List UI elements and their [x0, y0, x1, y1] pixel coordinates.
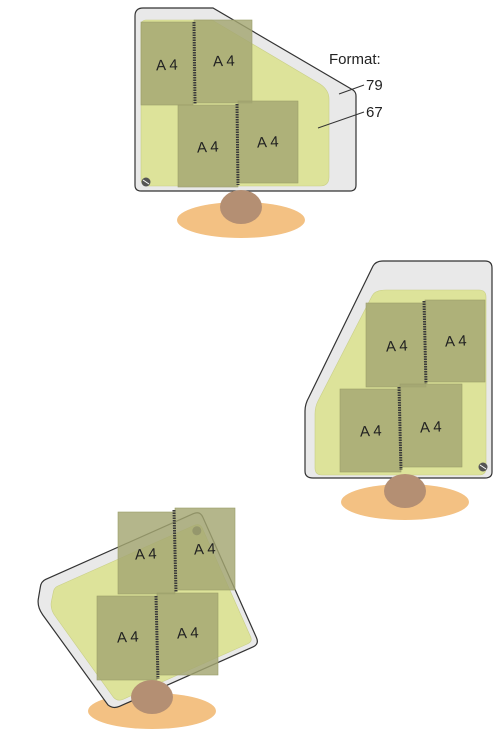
stand-head: [384, 474, 426, 508]
stand-head: [220, 190, 262, 224]
sheet-label: A 4: [193, 540, 216, 558]
sheet-label: A 4: [359, 422, 382, 440]
sheet-label: A 4: [134, 545, 157, 563]
sheet-label: A 4: [156, 57, 178, 75]
sheet-label: A 4: [256, 133, 279, 151]
sheet-label: A 4: [213, 53, 235, 71]
sheet-label: A 4: [116, 628, 139, 646]
frame-figure-tilted: A 4 A 4 A 4 A 4: [30, 508, 260, 729]
sheet-label: A 4: [196, 138, 219, 156]
format-value-outer: 79: [366, 77, 383, 94]
format-value-inner: 67: [366, 104, 383, 121]
sheet-label: A 4: [176, 624, 199, 642]
frame-figure-mirrored: A 4 A 4 A 4 A 4: [305, 261, 492, 520]
frame-figure-upright: A 4 A 4 A 4 A 4 Format: 79 67: [135, 8, 383, 238]
sheet-label: A 4: [444, 332, 467, 350]
format-title: Format:: [329, 51, 381, 68]
sheet-label: A 4: [385, 337, 408, 355]
sheet-label: A 4: [419, 418, 442, 436]
stand-head: [131, 680, 173, 714]
